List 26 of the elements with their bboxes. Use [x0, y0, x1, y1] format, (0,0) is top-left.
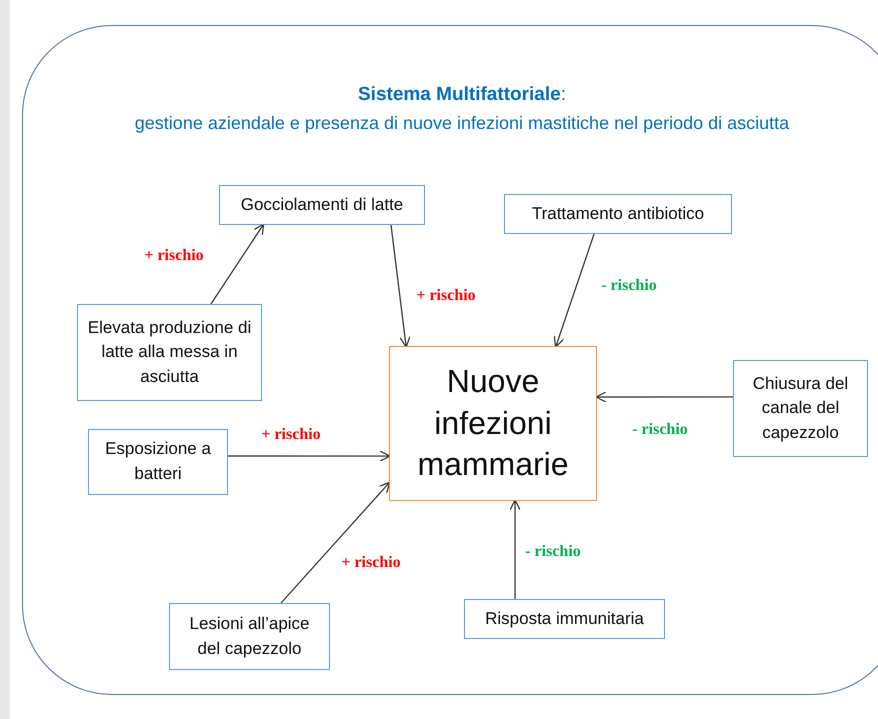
- outcome-box: [389, 346, 597, 501]
- arrow: [595, 391, 733, 403]
- subheading: gestione aziendale e presenza di nuove infezioni mastitiche nel periodo di asciutta: [134, 113, 790, 134]
- box-text: Elevata produzione di latte alla messa in asciutta: [86, 316, 252, 388]
- rounded-frame: [22, 25, 878, 695]
- arrow: [228, 450, 391, 462]
- arrow: [509, 499, 521, 599]
- box-text: Esposizione a batteri: [104, 438, 212, 485]
- factor-box: [219, 185, 425, 225]
- heading: Sistema Multifattoriale:: [357, 84, 567, 106]
- arrow: [280, 482, 390, 604]
- box-text: Gocciolamenti di latte: [240, 194, 404, 216]
- box-text: Nuove infezioni mammarie: [416, 362, 570, 484]
- box-text: Risposta immunitaria: [484, 608, 645, 630]
- factor-box: [464, 599, 665, 639]
- factor-box: [504, 194, 732, 234]
- arrow: [210, 224, 264, 304]
- arrow: [554, 234, 595, 348]
- factor-box: [77, 304, 262, 401]
- factor-box: [88, 429, 228, 495]
- box-text: Lesioni all’apice del capezzolo: [188, 612, 311, 660]
- arrow: [390, 224, 410, 348]
- box-text: Chiusura del canale del capezzolo: [752, 372, 850, 444]
- factor-box: [733, 360, 868, 457]
- box-text: Trattamento antibiotico: [530, 202, 706, 225]
- factor-box: [169, 603, 330, 670]
